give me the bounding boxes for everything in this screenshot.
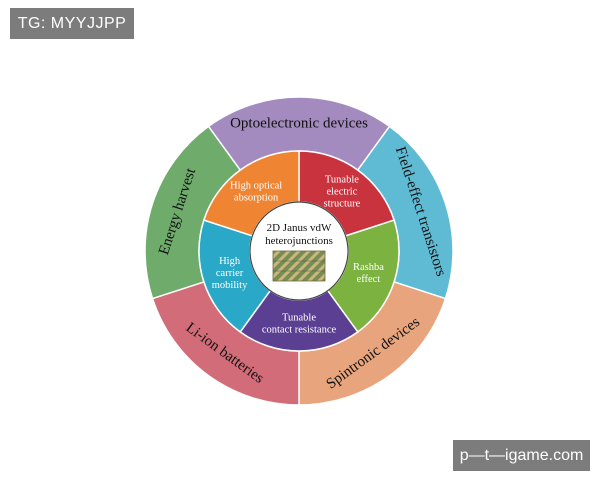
inner-label-rashba-effect-line2: effect bbox=[357, 274, 381, 285]
watermark-top-left: TG: MYYJJPP bbox=[10, 8, 134, 39]
inner-label-high-carrier-mobility-line3: mobility bbox=[212, 280, 248, 291]
inner-label-high-carrier-mobility-line1: High bbox=[219, 256, 241, 267]
center-title-line1: 2D Janus vdW bbox=[267, 222, 332, 234]
inner-label-tunable-electric-structure-line2: electric bbox=[326, 186, 357, 197]
center-title-line2: heterojunctions bbox=[265, 235, 333, 247]
inner-label-rashba-effect-line1: Rashba bbox=[353, 262, 384, 273]
inner-label-tunable-contact-resistance-line1: Tunable bbox=[282, 312, 316, 323]
inner-label-tunable-electric-structure-line1: Tunable bbox=[325, 174, 359, 185]
watermark-bottom-right: p—t—igame.com bbox=[453, 440, 590, 471]
inner-label-high-optical-absorption-line1: High optical bbox=[230, 180, 282, 191]
inner-label-tunable-electric-structure-line3: structure bbox=[324, 198, 361, 209]
inner-label-high-carrier-mobility-line2: carrier bbox=[216, 268, 244, 279]
inner-label-high-optical-absorption-line2: absorption bbox=[234, 192, 279, 203]
inner-label-tunable-contact-resistance-line2: contact resistance bbox=[262, 324, 337, 335]
inner-ring: TunableelectricstructureRashbaeffectTuna… bbox=[198, 150, 400, 352]
heterojunction-structure-icon bbox=[272, 250, 326, 282]
outer-label-optoelectronic-devices: Optoelectronic devices bbox=[230, 115, 368, 131]
